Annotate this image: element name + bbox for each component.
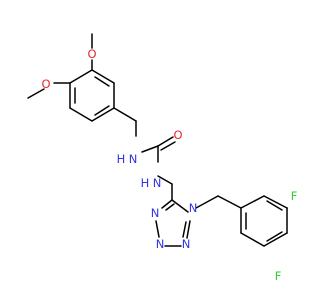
molecule-structure: O O H N O H N N N N N F F [0, 0, 300, 300]
benzyl-linker-bonds [113, 107, 137, 137]
n-tetrazole-2-label: N [151, 206, 160, 220]
n-tetrazole-3-label: N [156, 237, 165, 251]
o-methoxy-left-label: O [41, 77, 50, 91]
o-carbonyl-label: O [173, 128, 182, 142]
urea-bonds [141, 136, 176, 201]
o-methoxy-top-label: O [87, 47, 96, 61]
n-tetrazole-1-label: N [189, 201, 198, 215]
background [0, 0, 300, 300]
n-upper-label: N [129, 152, 138, 166]
f-bottom-label: F [275, 269, 282, 283]
difluorophenyl-ring [195, 195, 288, 247]
nh-upper-h-label: H [117, 152, 126, 166]
n-tetrazole-4-label: N [182, 237, 191, 251]
methoxy-bonds [27, 33, 93, 99]
nh-lower-h-label: H [141, 176, 150, 190]
tetrazole-ring [155, 199, 191, 247]
f-top-label: F [291, 189, 298, 203]
n-lower-label: N [153, 176, 162, 190]
dimethoxyphenyl-ring [69, 69, 115, 122]
